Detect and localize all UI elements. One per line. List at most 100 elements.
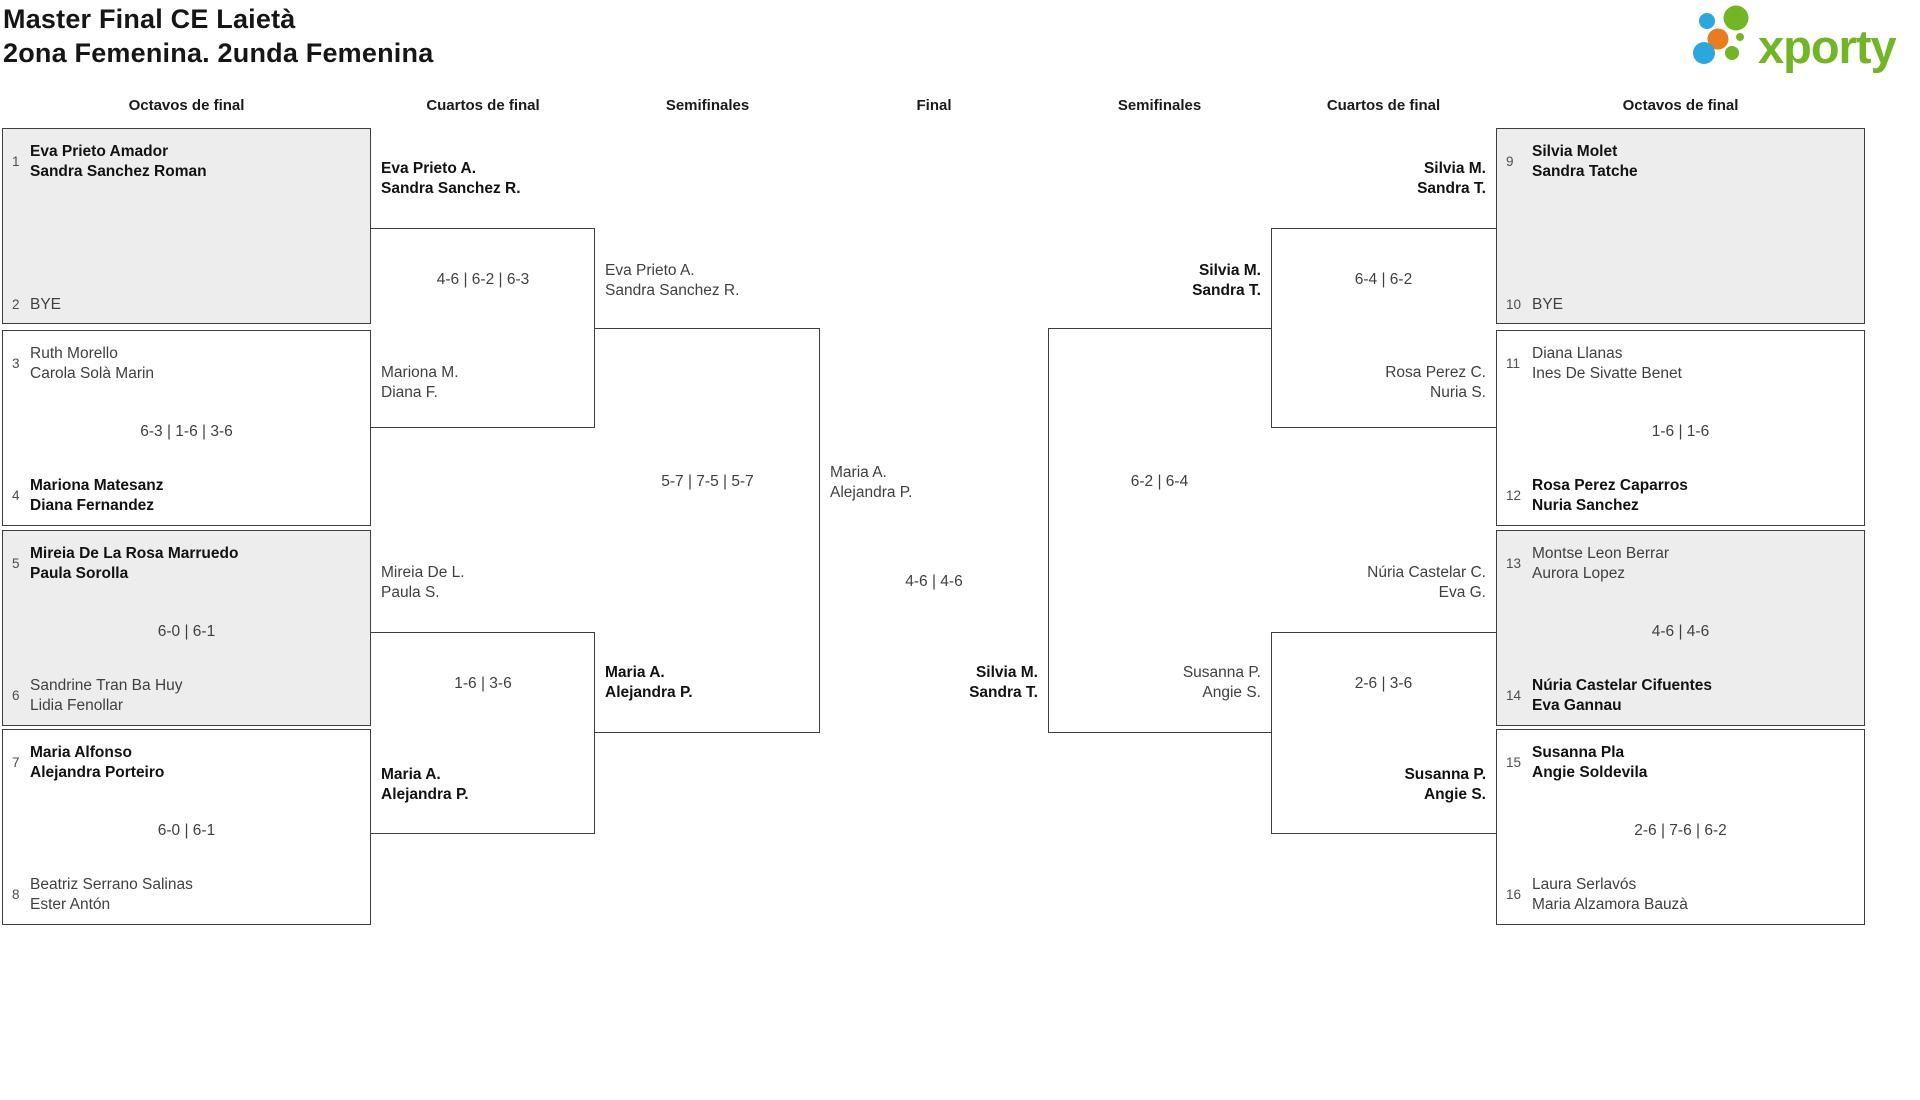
player-name: Paula S. (381, 583, 440, 601)
round-header: Octavos de final (1622, 97, 1739, 114)
player-name: Eva Gannau (1532, 696, 1622, 714)
player-name: Eva G. (1438, 583, 1486, 601)
team-entry: Susanna P. Angie S. (1048, 663, 1271, 702)
team-entry: Silvia M. Sandra T. (820, 663, 1048, 702)
player-name: BYE (1532, 295, 1564, 313)
team-entry: Eva Prieto A.Sandra Sanchez R. (595, 261, 820, 300)
logo-wordmark: xporty (1758, 20, 1897, 73)
player-name: Montse Leon Berrar (1532, 545, 1669, 562)
logo-dot (1693, 42, 1715, 64)
team-row: 2 BYE (12, 285, 366, 324)
player-name: Sandra Tatche (1532, 162, 1638, 180)
player-name: Sandra Sanchez R. (605, 281, 740, 299)
player-name: Susanna P. (1404, 766, 1486, 783)
page-title: Master Final CE Laietà 2ona Femenina. 2u… (3, 2, 433, 70)
player-name: Alejandra Porteiro (30, 763, 165, 781)
match-score: 1-6 | 3-6 (454, 675, 512, 692)
seed-number: 8 (12, 887, 20, 902)
team-entry: Susanna P. Angie S. (1271, 765, 1496, 804)
match-score: 4-6 | 4-6 (1651, 623, 1710, 640)
round-header: Octavos de final (128, 97, 245, 114)
player-name: Silvia M. (975, 664, 1038, 681)
seed-number: 2 (12, 297, 20, 312)
seed-number: 3 (12, 356, 20, 371)
match-score: 2-6 | 7-6 | 6-2 (1634, 822, 1727, 839)
player-name: Maria Alfonso (30, 744, 132, 761)
team-entry: Silvia M.Sandra T. (1271, 159, 1496, 198)
bracket-box[interactable] (371, 632, 595, 834)
player-name: Angie S. (1202, 683, 1261, 701)
team-entry: Mariona M. Diana F. (371, 363, 595, 402)
logo-dot (1736, 33, 1744, 41)
seed-number: 15 (1506, 755, 1522, 770)
player-name: Angie S. (1423, 785, 1486, 803)
seed-number: 13 (1506, 556, 1522, 571)
logo-dot (1723, 5, 1749, 31)
bracket-box[interactable] (1271, 228, 1496, 428)
logo-dot (1707, 28, 1729, 50)
match-score: 6-0 | 6-1 (157, 623, 216, 640)
bracket-box[interactable] (371, 228, 595, 428)
player-name: Sandra Sanchez Roman (30, 162, 207, 180)
title-line2: 2ona Femenina. 2unda Femenina (3, 38, 434, 68)
player-name: Susanna P. (1182, 664, 1261, 681)
match-score: 6-3 | 1-6 | 3-6 (140, 423, 233, 440)
player-name: Carola Solà Marin (30, 364, 155, 382)
player-name: Susanna Pla (1532, 744, 1625, 761)
player-name: Angie Soldevila (1532, 763, 1648, 781)
player-name: Diana F. (381, 383, 438, 401)
round-header: Cuartos de final (426, 97, 540, 114)
match-score: 4-6 | 4-6 (905, 573, 963, 590)
player-name: Mariona M. (381, 364, 459, 381)
round-header: Cuartos de final (1326, 97, 1441, 114)
player-name: Lidia Fenollar (30, 696, 124, 714)
logo-dot (1725, 46, 1739, 60)
player-name: Maria Alzamora Bauzà (1532, 895, 1688, 913)
player-name: Mireia De La Rosa Marruedo (30, 545, 239, 562)
player-name: Ester Antón (30, 895, 111, 913)
match-score: 1-6 | 1-6 (1651, 423, 1710, 440)
xporty-logo[interactable]: xporty (1686, 2, 1914, 86)
player-name: Beatriz Serrano Salinas (30, 876, 193, 893)
player-name: Diana Fernandez (30, 496, 155, 514)
player-name: Silvia M. (1423, 160, 1486, 177)
bracket-box[interactable] (595, 328, 820, 733)
player-name: Silvia Molet (1532, 143, 1618, 160)
player-name: Aurora Lopez (1532, 564, 1626, 582)
player-name: Maria A. (381, 766, 441, 783)
bracket-box[interactable] (1271, 632, 1496, 834)
match-score: 6-0 | 6-1 (157, 822, 216, 839)
player-name: Maria A. (830, 464, 887, 481)
title-line1: Master Final CE Laietà (3, 4, 296, 34)
bracket-box[interactable] (1048, 328, 1271, 733)
player-name: Diana Llanas (1532, 345, 1623, 362)
round-header: Final (916, 97, 952, 114)
player-name: Mariona Matesanz (30, 477, 164, 494)
team-entry: Silvia M.Sandra T. (1048, 261, 1271, 300)
player-name: Sandra Sanchez R. (381, 179, 521, 197)
player-name: Rosa Perez C. (1385, 364, 1486, 381)
seed-number: 16 (1506, 887, 1522, 902)
team-entry: Maria A.Alejandra P. (371, 765, 595, 804)
player-name: Sandra T. (969, 683, 1038, 701)
player-name: BYE (30, 295, 62, 313)
